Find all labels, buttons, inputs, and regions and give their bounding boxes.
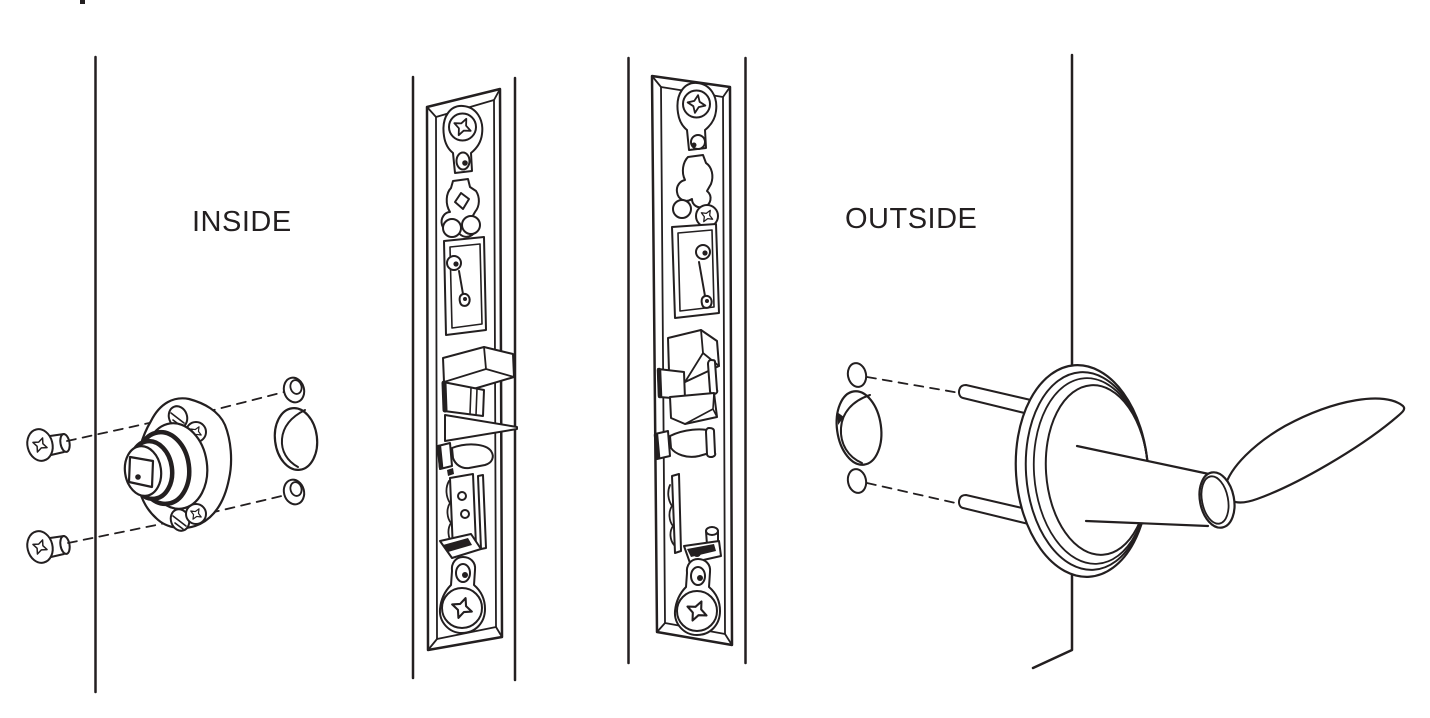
latch-case-edge-view-right-icon xyxy=(627,56,747,665)
outside-door-edge xyxy=(1031,53,1074,670)
print-artifact xyxy=(80,0,85,4)
outside-lever-handle-icon xyxy=(1014,364,1406,578)
door-prep-hole-and-caps-icon xyxy=(273,376,319,506)
outside-bore-hole-icon xyxy=(835,362,961,505)
latch-case-edge-view-left-icon xyxy=(411,75,518,682)
inside-label: INSIDE xyxy=(192,206,292,238)
inside-mounting-screws-icon xyxy=(24,428,71,565)
inside-alignment-dashes xyxy=(66,391,287,544)
inside-spindle-rose-icon xyxy=(123,397,233,532)
outside-label: OUTSIDE xyxy=(845,203,977,235)
